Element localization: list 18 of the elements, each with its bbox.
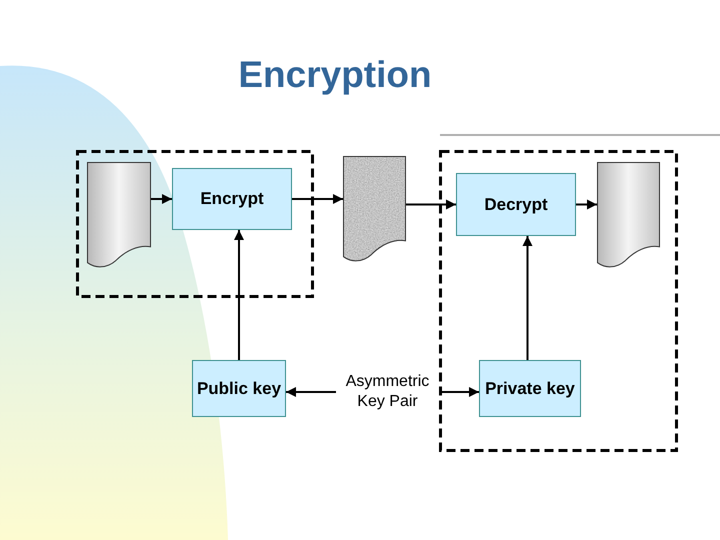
process-box	[456, 173, 576, 236]
arrow	[151, 194, 172, 204]
arrow	[234, 230, 244, 360]
arrow	[292, 194, 343, 204]
arrow	[576, 200, 597, 210]
box-label: Public key	[196, 378, 282, 398]
box-label: Private key	[485, 378, 575, 398]
arrow	[439, 387, 479, 397]
node-label: Asymmetric Key Pair	[344, 372, 430, 412]
arrow	[286, 387, 336, 397]
arrow	[522, 236, 532, 360]
box-label: Decrypt	[484, 194, 548, 214]
arrow	[406, 200, 456, 210]
process-box	[172, 168, 292, 230]
process-box	[479, 360, 581, 417]
title: Encryption	[237, 54, 433, 96]
box-label: Encrypt	[200, 189, 264, 209]
process-box	[192, 360, 286, 417]
